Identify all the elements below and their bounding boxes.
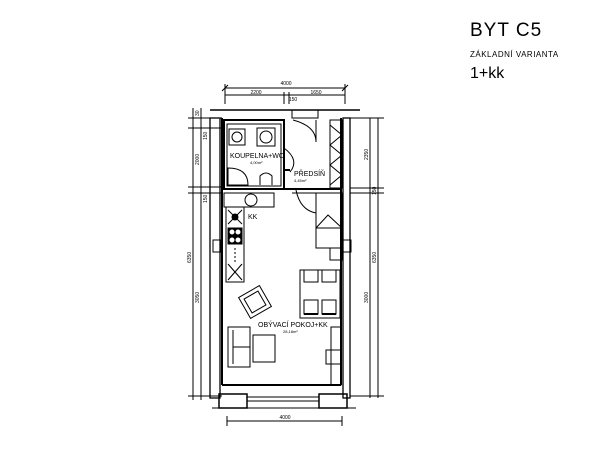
dim-left-c: 150 [203, 194, 209, 203]
dim-right-c: 3000 [364, 292, 370, 303]
hallway [284, 119, 343, 194]
kitchen [223, 192, 275, 283]
dim-left-a: 150 [203, 131, 209, 140]
dim-right-a: 2350 [364, 149, 370, 160]
dim-top-mid: 150 [289, 97, 298, 103]
room-area-bathroom: 4,00m² [250, 160, 263, 165]
dining-set [299, 269, 341, 319]
dim-left-b: 2000 [195, 154, 201, 165]
room-name-kitchenette: KK [248, 214, 258, 221]
dim-top-total: 4000 [280, 81, 291, 87]
dim-left-d: 3050 [195, 292, 201, 303]
unit-type: 1+kk [470, 65, 505, 82]
top-dimensions [221, 84, 349, 104]
unit-title: BYT C5 [470, 20, 543, 41]
variant-label: ZÁKLADNÍ VARIANTA [470, 50, 559, 59]
title-block: BYT C5 ZÁKLADNÍ VARIANTA 1+kk [470, 20, 559, 83]
room-area-living: 28,18m² [283, 329, 298, 334]
bathroom [223, 119, 295, 190]
sofa [227, 326, 251, 368]
room-area-hallway: 4,45m² [294, 178, 307, 183]
dim-right-total: 6350 [372, 252, 378, 263]
dim-right-b: 150 [372, 186, 378, 195]
bottom-wall [212, 393, 356, 426]
right-dimensions [350, 117, 384, 398]
room-name-bathroom: KOUPELNA+WC [230, 153, 284, 160]
dim-left-top: 30 [195, 110, 201, 116]
dim-left-total: 6350 [187, 252, 193, 263]
coffee-table [252, 334, 276, 363]
room-name-living: OBÝVACÍ POKOJ+KK [258, 320, 328, 329]
armchair [237, 284, 273, 320]
room-name-hallway: PŘEDSÍŇ [294, 169, 325, 178]
storage [295, 189, 343, 261]
dim-bottom-total: 4000 [279, 415, 290, 421]
left-dimensions [188, 108, 222, 400]
tv-unit [325, 326, 342, 386]
dim-top-left: 2200 [250, 90, 261, 96]
dim-top-right: 1650 [310, 90, 321, 96]
